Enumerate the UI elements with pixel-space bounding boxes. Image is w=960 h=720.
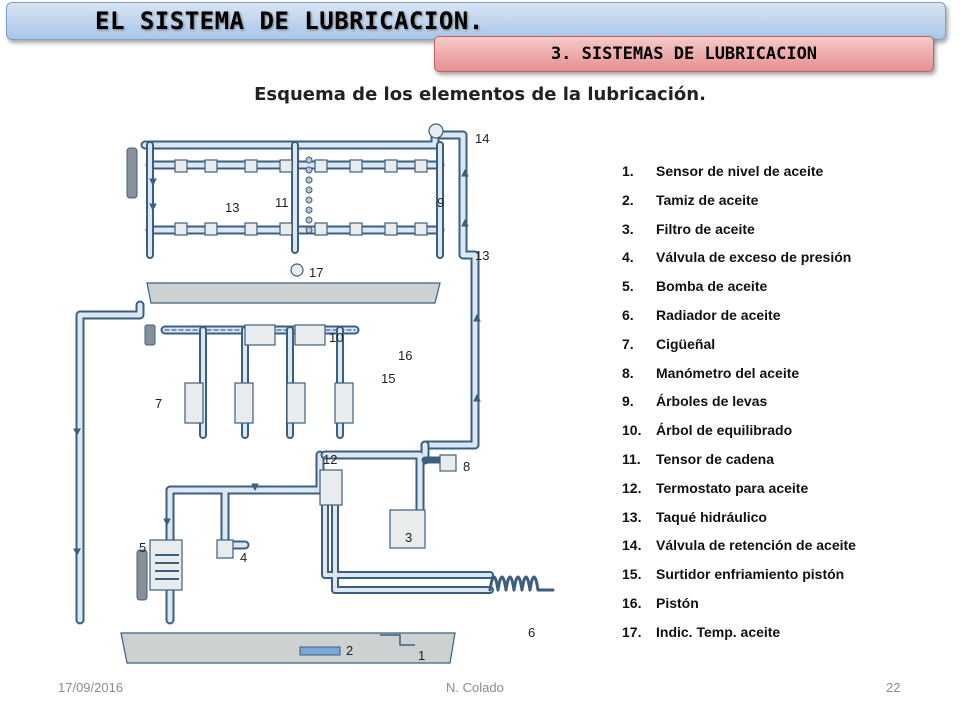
legend-item: 13.Taqué hidráulico [622, 508, 767, 525]
legend-item: 4.Válvula de exceso de presión [622, 249, 852, 266]
legend-item: 14.Válvula de retención de aceite [622, 537, 856, 554]
callout-13b: 13 [475, 248, 489, 263]
callout-7: 7 [155, 396, 162, 411]
callout-6: 6 [528, 625, 535, 640]
diagram-heading: Esquema de los elementos de la lubricaci… [254, 84, 706, 105]
legend-item: 17.Indic. Temp. aceite [622, 623, 781, 640]
legend-item: 9.Árboles de levas [622, 393, 768, 410]
subtitle-banner: 3. SISTEMAS DE LUBRICACION [434, 36, 934, 72]
callout-3: 3 [405, 530, 412, 545]
legend-item: 3.Filtro de aceite [622, 220, 755, 237]
slide-title: EL SISTEMA DE LUBRICACION. [95, 7, 484, 35]
slide-subtitle: 3. SISTEMAS DE LUBRICACION [550, 44, 818, 64]
legend-item: 12.Termostato para aceite [622, 479, 809, 496]
legend-item: 1.Sensor de nivel de aceite [622, 163, 824, 179]
footer-date: 17/09/2016 [58, 680, 124, 695]
callout-16: 16 [398, 348, 412, 363]
legend-item: 11.Tensor de cadena [622, 450, 775, 467]
callout-14: 14 [475, 131, 489, 146]
callout-5: 5 [139, 540, 146, 555]
callout-17: 17 [309, 265, 323, 280]
legend-item: 2.Tamiz de aceite [622, 191, 759, 208]
legend-item: 6.Radiador de aceite [622, 306, 781, 323]
lubrication-diagram: 14 9 13 11 13 17 10 16 15 7 12 8 3 5 4 6… [73, 123, 555, 664]
legend-item: 7.Cigüeñal [622, 335, 716, 352]
callout-2: 2 [346, 643, 353, 658]
footer-page-number: 22 [886, 680, 901, 695]
callout-4: 4 [240, 550, 247, 565]
callout-15: 15 [381, 371, 395, 386]
legend-item: 8.Manómetro del aceite [622, 364, 800, 381]
callout-10: 10 [329, 330, 343, 345]
footer-author: N. Colado [446, 680, 504, 695]
callout-11: 11 [275, 195, 289, 210]
title-banner: EL SISTEMA DE LUBRICACION. [6, 2, 946, 40]
callout-12: 12 [323, 452, 337, 467]
callout-13a: 13 [225, 200, 239, 215]
legend-item: 16.Pistón [622, 594, 699, 611]
callout-8: 8 [463, 459, 470, 474]
legend-item: 10.Árbol de equilibrado [622, 422, 793, 439]
callout-1: 1 [418, 648, 425, 663]
legend-item: 15.Surtidor enfriamiento pistón [622, 566, 845, 583]
legend-item: 5.Bomba de aceite [622, 278, 768, 295]
callout-9: 9 [437, 195, 444, 210]
legend-list: 1.Sensor de nivel de aceite 2.Tamiz de a… [622, 163, 856, 653]
